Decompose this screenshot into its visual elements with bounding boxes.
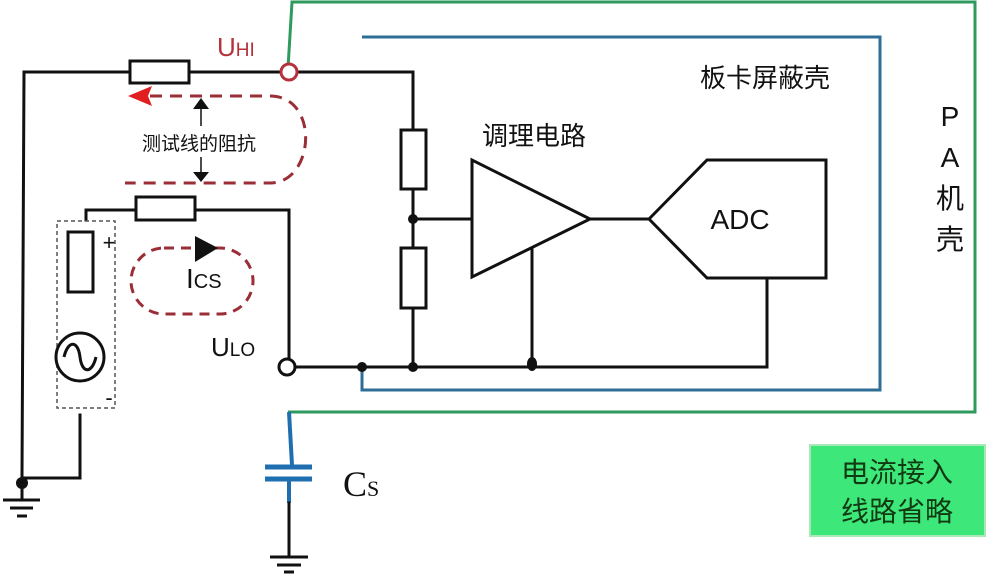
ulo-label: ULO bbox=[211, 332, 255, 362]
lo-bus-dot-divider bbox=[408, 362, 418, 372]
ac-source-icon bbox=[54, 331, 106, 383]
note-box-line1: 电流接入 bbox=[841, 456, 953, 489]
test-lead-impedance-label: 测试线的阻抗 bbox=[142, 133, 256, 155]
source-return-wire bbox=[20, 413, 82, 480]
hi-node-wire bbox=[296, 70, 415, 132]
cs-upper-lead bbox=[287, 411, 294, 466]
uhi-label: UHI bbox=[217, 32, 255, 62]
hi-lead-resistor bbox=[128, 59, 191, 85]
pa-chassis-label-3: 机 bbox=[936, 182, 964, 215]
cs-label-main: C bbox=[343, 464, 367, 504]
board-shield-label: 板卡屏蔽壳 bbox=[700, 64, 830, 94]
impedance-arrow-down-icon bbox=[193, 172, 209, 182]
uhi-label-main: U bbox=[217, 32, 236, 62]
impedance-arrow-up-icon bbox=[193, 98, 209, 109]
lo-bus-dot-shield bbox=[357, 362, 367, 372]
hi-test-lead-wire bbox=[20, 70, 132, 477]
ulo-label-sub: LO bbox=[230, 340, 255, 361]
pa-chassis-label-4: 壳 bbox=[936, 223, 964, 256]
ulo-terminal bbox=[277, 357, 297, 377]
lo-test-lead-wire bbox=[84, 208, 138, 222]
adc-block-icon bbox=[646, 158, 828, 280]
loop-direction-arrow-icon bbox=[128, 86, 152, 106]
pa-chassis-label-2: A bbox=[941, 142, 960, 173]
divider-resistor-bottom bbox=[399, 246, 428, 310]
ics-label-sub: CS bbox=[194, 271, 222, 293]
test-lead-loop-path bbox=[125, 94, 308, 185]
cs-label: CS bbox=[343, 464, 379, 504]
adc-label: ADC bbox=[710, 204, 769, 235]
cs-label-sub: S bbox=[367, 476, 379, 501]
note-box bbox=[809, 444, 986, 537]
ics-label: ICS bbox=[186, 263, 222, 294]
board-shield bbox=[360, 35, 882, 392]
source-plus-label: + bbox=[103, 230, 116, 255]
uhi-terminal bbox=[279, 62, 299, 82]
source-enclosure bbox=[56, 220, 116, 409]
uhi-label-sub: HI bbox=[236, 40, 255, 61]
divider-resistor-top bbox=[399, 128, 428, 191]
ics-direction-arrow-icon bbox=[195, 236, 218, 262]
lo-lead-resistor bbox=[134, 195, 197, 222]
note-box-line2: 线路省略 bbox=[841, 495, 953, 528]
ulo-label-main: U bbox=[211, 332, 230, 362]
lo-bus-dot-amp bbox=[527, 357, 537, 371]
ground-symbol-icon bbox=[270, 555, 308, 574]
pa-chassis-label-1: P bbox=[941, 101, 960, 132]
pa-chassis-shield bbox=[286, 0, 977, 414]
source-minus-label: - bbox=[105, 385, 112, 410]
lo-lead-wire-right bbox=[193, 208, 291, 361]
dc-source-icon bbox=[66, 230, 95, 294]
ics-label-main: I bbox=[186, 263, 194, 294]
ics-loop-path bbox=[129, 246, 255, 316]
conditioning-circuit-label: 调理电路 bbox=[482, 122, 586, 152]
ground-symbol-icon bbox=[3, 498, 40, 518]
